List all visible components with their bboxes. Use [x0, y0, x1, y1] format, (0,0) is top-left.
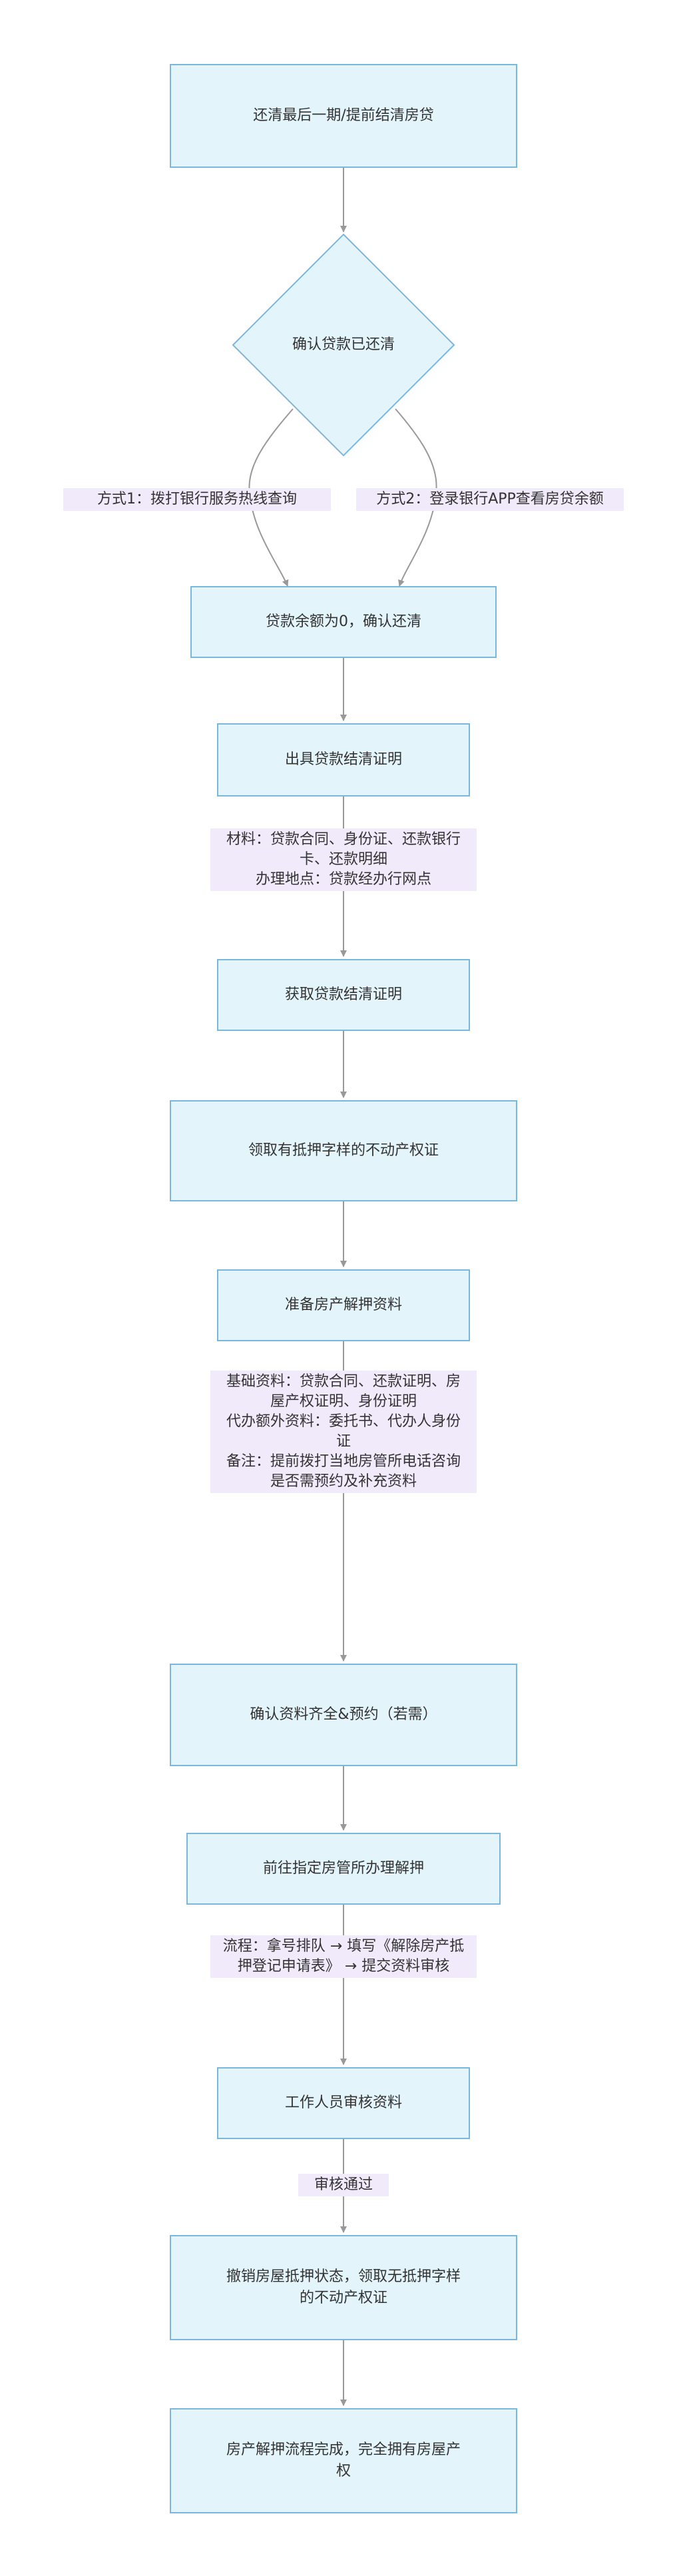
node-cancel-mortgage: 撤销房屋抵押状态，领取无抵押字样 的不动产权证 — [170, 2235, 517, 2340]
edge-label-documents-line6: 是否需预约及补充资料 — [270, 1473, 417, 1490]
node-issue-certificate: 出具贷款结清证明 — [217, 723, 470, 797]
node-complete-line1: 房产解押流程完成，完全拥有房屋产 — [226, 2441, 461, 2458]
edge-label-approved: 审核通过 — [298, 2174, 389, 2196]
node-confirm-appointment: 确认资料齐全&预约（若需） — [170, 1664, 517, 1766]
node-cancel-mortgage-line1: 撤销房屋抵押状态，领取无抵押字样 — [226, 2268, 461, 2285]
edge-label-materials-line3: 办理地点：贷款经办行网点 — [255, 871, 431, 888]
edge-label-documents-line2: 屋产权证明、身份证明 — [270, 1393, 417, 1410]
node-prepare-documents: 准备房产解押资料 — [217, 1269, 470, 1341]
node-balance-zero-text: 贷款余额为0，确认还清 — [266, 613, 421, 630]
node-issue-certificate-text: 出具贷款结清证明 — [284, 751, 402, 768]
node-get-certificate-text: 获取贷款结清证明 — [284, 986, 402, 1003]
node-complete-line2: 权 — [336, 2463, 351, 2479]
edge-label-documents-line4: 证 — [336, 1433, 351, 1450]
node-complete: 房产解押流程完成，完全拥有房屋产 权 — [170, 2408, 517, 2513]
node-get-certificate: 获取贷款结清证明 — [217, 959, 470, 1031]
node-start-text: 还清最后一期/提前结清房贷 — [253, 107, 434, 124]
node-complete-text: 房产解押流程完成，完全拥有房屋产 权 — [226, 2439, 461, 2482]
node-cancel-mortgage-line2: 的不动产权证 — [299, 2290, 387, 2306]
node-go-housing-office-text: 前往指定房管所办理解押 — [262, 1860, 424, 1877]
node-go-housing-office: 前往指定房管所办理解押 — [186, 1833, 501, 1905]
edge-label-procedure-line1: 流程：拿号排队 → 填写《解除房产抵 — [222, 1938, 465, 1955]
node-prepare-documents-text: 准备房产解押资料 — [284, 1297, 402, 1313]
node-property-cert-mortgaged: 领取有抵押字样的不动产权证 — [170, 1100, 517, 1201]
node-property-cert-mortgaged-text: 领取有抵押字样的不动产权证 — [248, 1142, 439, 1159]
node-staff-review: 工作人员审核资料 — [217, 2067, 470, 2139]
edge-label-method2: 方式2：登录银行APP查看房贷余额 — [356, 488, 624, 511]
edge-label-documents-line5: 备注：提前拨打当地房管所电话咨询 — [226, 1453, 461, 1470]
edge-label-documents-line3: 代办额外资料：委托书、代办人身份 — [226, 1413, 461, 1430]
node-confirm-appointment-text: 确认资料齐全&预约（若需） — [250, 1706, 437, 1723]
edge-label-documents: 基础资料：贷款合同、还款证明、房 屋产权证明、身份证明 代办额外资料：委托书、代… — [210, 1371, 477, 1493]
node-cancel-mortgage-text: 撤销房屋抵押状态，领取无抵押字样 的不动产权证 — [226, 2266, 461, 2309]
edge-label-procedure: 流程：拿号排队 → 填写《解除房产抵 押登记申请表》 → 提交资料审核 — [210, 1935, 477, 1978]
edge-label-documents-line1: 基础资料：贷款合同、还款证明、房 — [226, 1373, 461, 1390]
node-decision-text: 确认贷款已还清 — [292, 336, 395, 353]
node-staff-review-text: 工作人员审核资料 — [284, 2094, 402, 2111]
decision-diamond — [232, 233, 455, 457]
edge-label-materials-line2: 卡、还款明细 — [299, 851, 387, 868]
edge-label-materials-line1: 材料：贷款合同、身份证、还款银行 — [226, 831, 461, 848]
edge-label-materials: 材料：贷款合同、身份证、还款银行 卡、还款明细 办理地点：贷款经办行网点 — [210, 828, 477, 891]
edge-label-method1: 方式1：拨打银行服务热线查询 — [63, 488, 331, 511]
node-start: 还清最后一期/提前结清房贷 — [170, 64, 517, 168]
edge-label-procedure-line2: 押登记申请表》 → 提交资料审核 — [237, 1958, 450, 1975]
node-balance-zero: 贷款余额为0，确认还清 — [190, 586, 497, 658]
